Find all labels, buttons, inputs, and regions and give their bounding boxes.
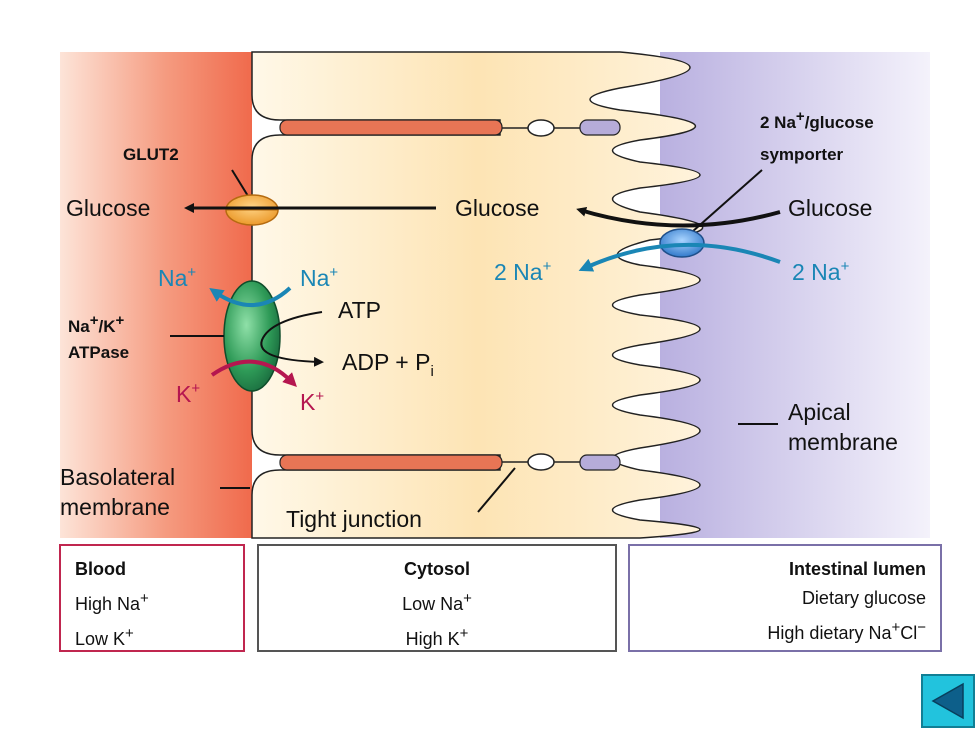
na-pump-cytosol-label: Na+ bbox=[300, 264, 338, 291]
glut2-pointer bbox=[231, 169, 249, 197]
k-blood-label: K+ bbox=[176, 380, 200, 407]
apical-label-line1: Apical bbox=[788, 399, 851, 425]
basolateral-label-line2: membrane bbox=[60, 494, 170, 520]
na-cytosol-symport-label: 2 Na+ bbox=[494, 258, 552, 285]
tight-junction-top bbox=[279, 119, 621, 137]
atpase-pump bbox=[223, 280, 281, 392]
lumen-line2: High dietary Na+Cl− bbox=[767, 619, 926, 643]
glucose-cytosol-label: Glucose bbox=[455, 195, 539, 221]
lumen-region bbox=[660, 52, 930, 538]
tight-junction-bottom bbox=[279, 453, 621, 471]
cytosol-info-box: Cytosol Low Na+ High K+ bbox=[257, 544, 617, 652]
glucose-symporter-arrow bbox=[576, 206, 781, 228]
sodium-pump-arrow bbox=[209, 286, 292, 307]
triangle-left-icon bbox=[931, 682, 964, 720]
atpase-label-line1: Na+/K+ bbox=[68, 312, 125, 336]
blood-line1: High Na+ bbox=[75, 590, 149, 614]
symporter-pointer bbox=[691, 169, 763, 233]
basolateral-label-line1: Basolateral bbox=[60, 464, 175, 490]
symporter-label-line2: symporter bbox=[760, 145, 844, 164]
lumen-title: Intestinal lumen bbox=[788, 559, 926, 579]
symporter-label-line1: 2 Na+/glucose bbox=[760, 108, 874, 132]
blood-title: Blood bbox=[75, 559, 126, 579]
sodium-symporter-arrow bbox=[578, 242, 781, 272]
atpase-label-line2: ATPase bbox=[68, 343, 129, 362]
atp-label: ATP bbox=[338, 297, 381, 323]
cytosol-line1: Low Na+ bbox=[402, 590, 472, 614]
lumen-line1: Dietary glucose bbox=[801, 588, 926, 608]
back-button[interactable] bbox=[921, 674, 975, 728]
glucose-lumen-label: Glucose bbox=[788, 195, 872, 221]
atp-hydrolysis-arrow bbox=[260, 311, 324, 367]
adp-label: ADP + Pi bbox=[342, 349, 434, 380]
na-blood-label: Na+ bbox=[158, 264, 196, 291]
lumen-info-box: Intestinal lumen Dietary glucose High di… bbox=[628, 544, 942, 652]
blood-line2: Low K+ bbox=[75, 625, 134, 649]
k-cytosol-label: K+ bbox=[300, 388, 324, 415]
cytosol-line2: High K+ bbox=[405, 625, 469, 649]
na-lumen-label: 2 Na+ bbox=[792, 258, 850, 285]
glut2-label: GLUT2 bbox=[123, 145, 179, 164]
glucose-blood-label: Glucose bbox=[66, 195, 150, 221]
potassium-pump-arrow bbox=[210, 359, 297, 387]
tight-junction-label: Tight junction bbox=[286, 506, 422, 532]
cytosol-title: Cytosol bbox=[403, 559, 470, 579]
tight-junction-pointer bbox=[477, 467, 516, 513]
blood-info-box: Blood High Na+ Low K+ bbox=[59, 544, 245, 652]
apical-label-line2: membrane bbox=[788, 429, 898, 455]
epithelial-cell bbox=[251, 51, 704, 539]
